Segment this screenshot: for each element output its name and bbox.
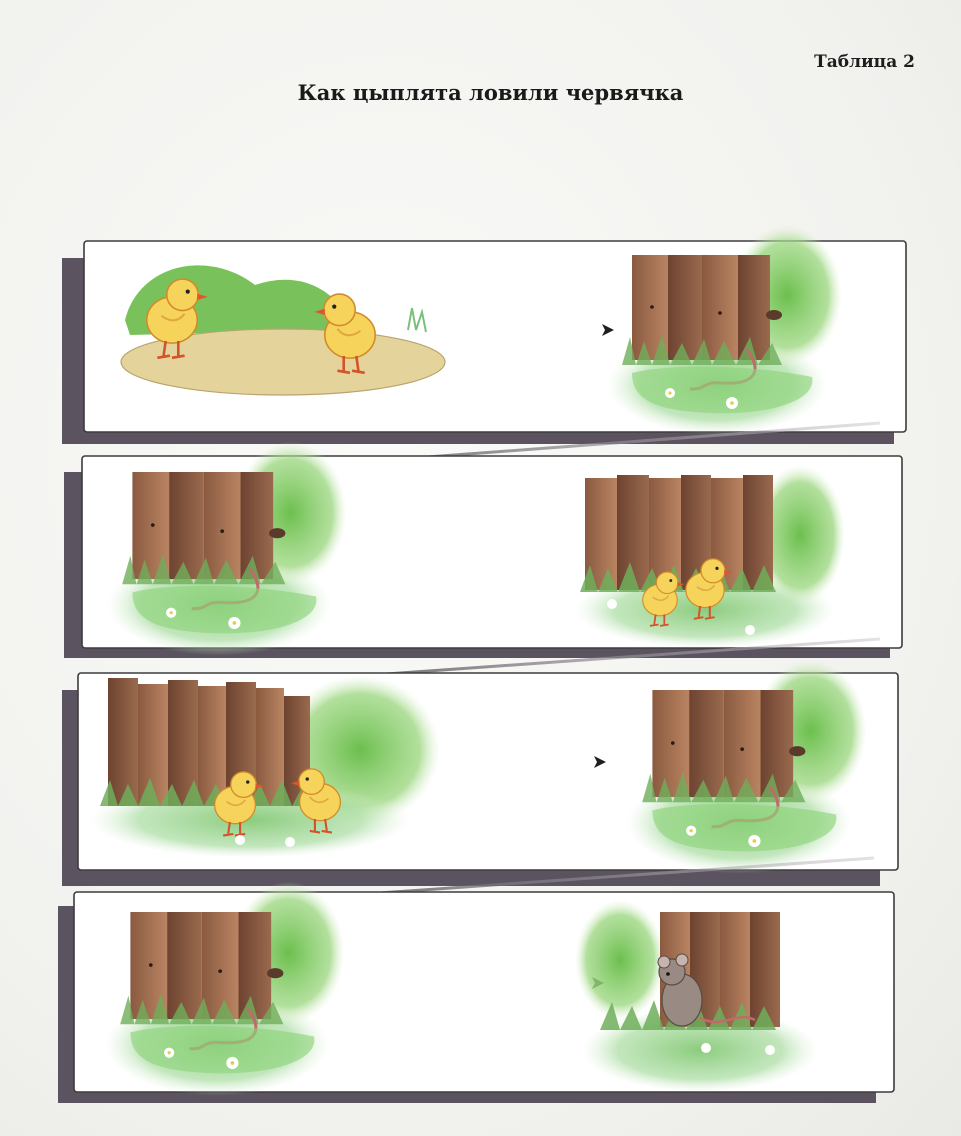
panel-1 <box>62 225 906 444</box>
fence-with-worm-1 <box>607 225 842 435</box>
panel-4 <box>58 881 894 1103</box>
fence-with-chicks-illustration <box>575 465 845 648</box>
panel-2 <box>64 441 902 658</box>
fence-with-worm-2 <box>107 441 347 655</box>
wide-fence-with-chicks-illustration <box>90 675 440 858</box>
fence-with-worm-3 <box>627 659 867 873</box>
fence-with-worm-4 <box>105 881 345 1095</box>
panel-3 <box>62 659 898 886</box>
